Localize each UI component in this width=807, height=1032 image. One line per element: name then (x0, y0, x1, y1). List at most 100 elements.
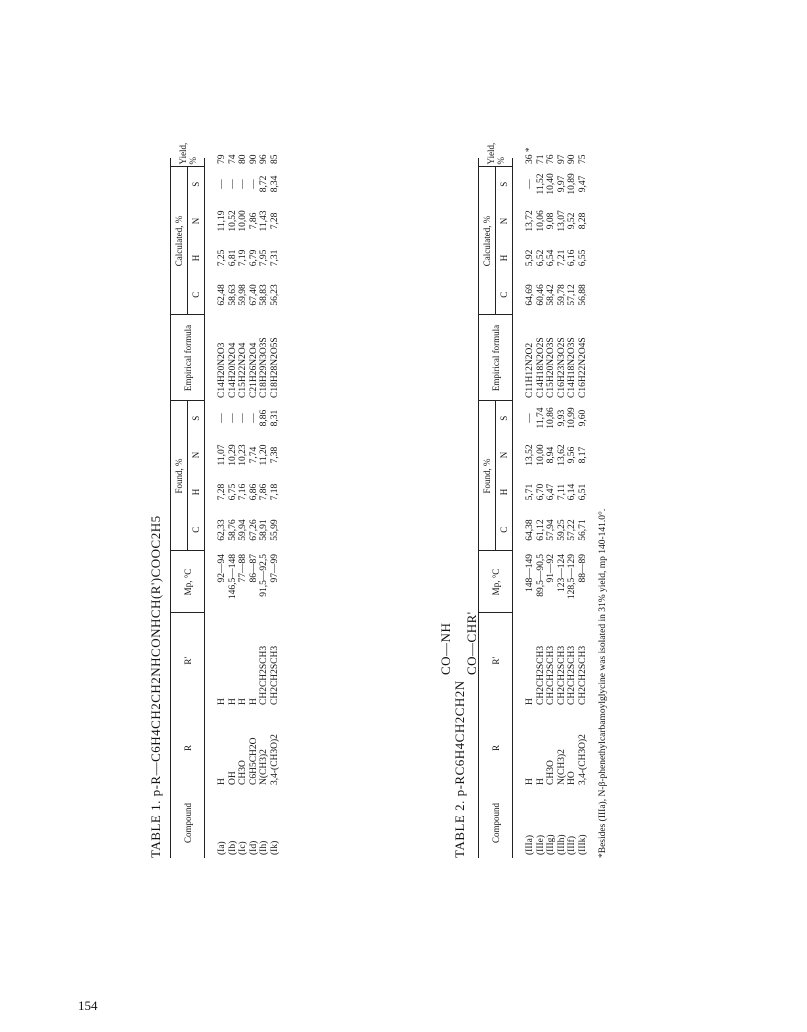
cell-cn: 13,07 (556, 210, 567, 232)
cell-mp: 148—149 (525, 554, 535, 592)
cell-r: 3,4-(CH3O)2 (269, 734, 280, 785)
cell-yield: 71 (535, 154, 546, 164)
cell-mp: 128,5—129 (567, 554, 577, 600)
cell-fs: 8,86 (259, 409, 269, 427)
cell-mp: 91,5—92,5 (259, 554, 269, 597)
cell-fh: 7,16 (238, 483, 248, 501)
cell-ch: 7,25 (217, 249, 227, 267)
cell-fs: — (217, 413, 227, 423)
table-2-footnote: *Besides (IIIa), N-β-phenethylcarbamoylg… (598, 508, 608, 858)
cell-compound: (Ic) (238, 841, 248, 855)
cell-cc: 59,98 (238, 284, 248, 306)
cell-yield: 85 (269, 154, 280, 164)
cell-ch: 6,79 (248, 249, 259, 267)
cell-fh: 6,47 (546, 483, 556, 501)
table-2-ring-bottom: CO—CHR' (464, 611, 479, 675)
page-number: 154 (78, 998, 98, 1013)
cell-fn: 11,20 (259, 444, 269, 466)
cell-r: N(CH3)2 (556, 749, 567, 785)
header-yield: Yield, % (170, 143, 205, 167)
cell-fh: 7,11 (556, 483, 567, 501)
cell-compound: (IIIe) (535, 834, 546, 855)
cell-compound: (IIIk) (577, 834, 588, 855)
cell-fc: 57,22 (567, 519, 577, 541)
header-calc-c: C (495, 274, 513, 315)
cell-fc: 56,71 (577, 519, 588, 541)
cell-ch: 5,92 (525, 249, 535, 267)
cell-mp: 86—87 (248, 554, 259, 583)
cell-fc: 61,12 (535, 519, 546, 541)
cell-r: OH (227, 771, 238, 785)
cell-formula: C14H18N2O3S (567, 337, 577, 398)
cell-formula: C14H18N2O2S (535, 337, 546, 398)
header-found-s: S (191, 415, 201, 421)
cell-fc: 57,94 (546, 519, 556, 541)
cell-r: C6H5CH2O (248, 737, 259, 785)
cell-r-prime: CH2CH2SCH3 (535, 645, 546, 705)
cell-fs: 9,93 (556, 409, 567, 427)
cell-fc: 55,99 (269, 519, 280, 541)
cell-fc: 67,26 (248, 519, 259, 541)
cell-ch: 6,52 (535, 249, 546, 267)
cell-cn: 11,19 (217, 210, 227, 232)
cell-formula: C11H12N2O2 (525, 342, 535, 398)
cell-r: CH3O (546, 760, 556, 785)
cell-cn: 7,86 (248, 212, 259, 230)
cell-mp: 88—89 (577, 554, 588, 583)
header-calc-h: H (499, 254, 509, 262)
cell-yield: 96 (259, 154, 269, 164)
cell-mp: 92—94 (217, 554, 227, 583)
cell-fh: 6,75 (227, 483, 238, 501)
header-mp: Mp, °C (170, 551, 205, 613)
cell-r: 3,4-(CH3O)2 (577, 734, 588, 785)
cell-fn: 10,23 (238, 444, 248, 466)
cell-fn: 10,29 (227, 444, 238, 466)
cell-fs: 9,60 (577, 409, 588, 427)
cell-compound: (IIIg) (546, 834, 556, 855)
header-found-h: H (191, 488, 201, 496)
cell-cs: — (525, 179, 535, 189)
cell-yield: 90 (567, 154, 577, 164)
cell-fc: 64,38 (525, 519, 535, 541)
cell-r-prime: H (525, 698, 535, 705)
cell-cn: 10,00 (238, 210, 248, 232)
header-empirical-formula: Empirical formula (170, 314, 205, 401)
cell-yield: 76 (546, 154, 556, 164)
header-calculated: Calculated, % (478, 166, 496, 315)
cell-formula: C15H20N2O3S (546, 337, 556, 398)
cell-fn: 9,56 (567, 446, 577, 464)
header-found: Found, % (170, 400, 188, 551)
cell-ch: 7,95 (259, 249, 269, 267)
cell-formula: C18H29N3O3S (259, 337, 269, 398)
cell-mp: 97—99 (269, 554, 280, 583)
cell-cc: 62,48 (217, 284, 227, 306)
cell-r-prime: CH2CH2SCH3 (269, 645, 280, 705)
cell-r-prime: CH2CH2SCH3 (567, 645, 577, 705)
cell-r-prime: CH2CH2SCH3 (546, 645, 556, 705)
cell-fs: 11,74 (535, 407, 546, 429)
cell-r-prime: H (248, 698, 259, 705)
cell-fc: 59,94 (238, 519, 248, 541)
cell-mp: 91—92 (546, 554, 556, 583)
cell-cc: 58,42 (546, 284, 556, 306)
header-found-n: N (191, 451, 201, 459)
header-r: R (490, 745, 501, 752)
cell-fs: — (238, 413, 248, 423)
cell-compound: (Ih) (259, 840, 269, 855)
cell-compound: (IIIf) (567, 836, 577, 855)
cell-fn: 7,74 (248, 446, 259, 464)
cell-cs: — (248, 179, 259, 189)
cell-cs: 9,47 (577, 175, 588, 193)
table-1-block: TABLE 1. p-R—C6H4CH2CH2NHCONHCH(R')COOC2… (148, 143, 281, 858)
cell-compound: (IIIa) (525, 834, 535, 855)
cell-fs: — (248, 413, 259, 423)
cell-mp: 77—88 (238, 554, 248, 583)
